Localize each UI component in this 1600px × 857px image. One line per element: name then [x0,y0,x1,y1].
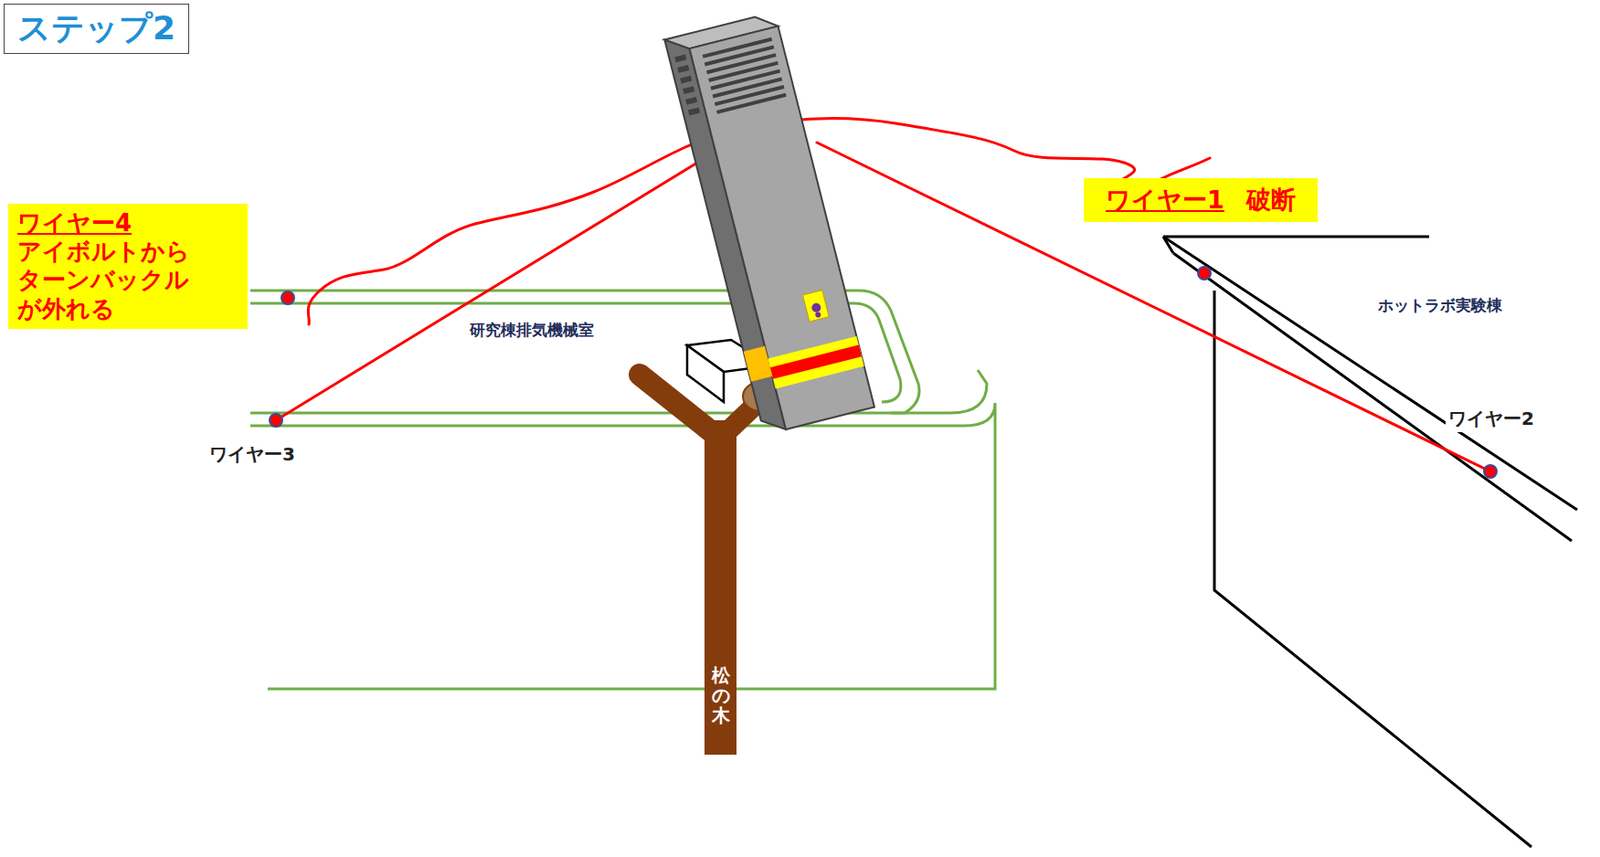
room-label: 研究棟排気機械室 [469,319,594,341]
tree-label: 松の木 [711,665,731,726]
building-outline [250,290,996,689]
wire-lines [275,118,1491,472]
wire-label: ワイヤー3 [209,442,296,467]
callout-box: ワイヤー1 破断 [1083,178,1318,223]
exhaust-stack [664,11,875,435]
body-text: アイボルトから ターンバックル が外れる [17,237,239,324]
building-label: ホットラボ実験棟 [1377,295,1503,317]
callout-box: ワイヤー4アイボルトから ターンバックル が外れる [8,203,248,329]
pine-tree [639,374,778,755]
heading-text: ステップ2 [17,9,176,47]
anchor-dots [269,266,1497,478]
heading-text: ワイヤー4 [17,209,239,238]
step-box: ステップ2 [3,3,190,54]
wire-label: ワイヤー2 [1445,405,1537,433]
heading-text: ワイヤー1 [1105,183,1225,217]
body-text: 破断 [1246,183,1296,217]
hotlab-outline [1163,236,1578,848]
